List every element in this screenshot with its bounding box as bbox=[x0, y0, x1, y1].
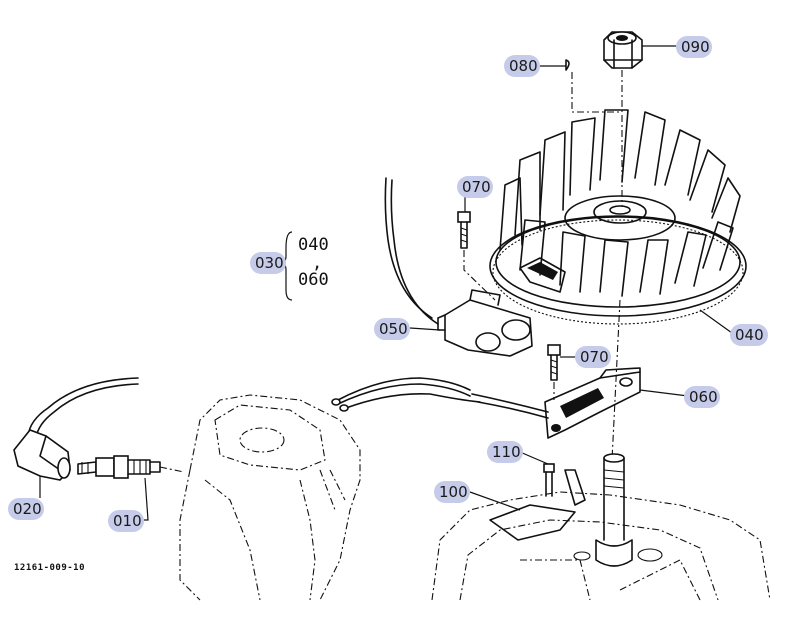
group-030-separator: , bbox=[312, 253, 323, 273]
callout-030[interactable]: 030 bbox=[250, 252, 286, 274]
group-030-item-040: 040 bbox=[298, 235, 329, 255]
bolt-110 bbox=[543, 463, 555, 497]
callout-040[interactable]: 040 bbox=[730, 324, 768, 346]
group-030-item-060: 060 bbox=[298, 270, 329, 290]
bolt-lower bbox=[547, 344, 561, 381]
spark-plug-cap bbox=[13, 377, 139, 481]
callout-070-lower[interactable]: 070 bbox=[575, 346, 611, 368]
engine-housing bbox=[179, 394, 361, 601]
callout-100[interactable]: 100 bbox=[434, 481, 470, 503]
woodruff-key bbox=[565, 59, 570, 71]
flywheel bbox=[489, 109, 747, 325]
bolt-upper bbox=[457, 211, 471, 249]
drawing-number: 12161-009-10 bbox=[14, 563, 86, 573]
callout-080[interactable]: 080 bbox=[504, 55, 540, 77]
callout-010[interactable]: 010 bbox=[108, 510, 144, 532]
callout-070-upper[interactable]: 070 bbox=[457, 176, 493, 198]
callout-050[interactable]: 050 bbox=[374, 318, 410, 340]
pickup-coil bbox=[544, 367, 641, 439]
crankcase-base bbox=[431, 469, 771, 601]
ignition-coil bbox=[384, 177, 533, 357]
callout-090[interactable]: 090 bbox=[676, 36, 712, 58]
callout-110[interactable]: 110 bbox=[487, 441, 523, 463]
callout-020[interactable]: 020 bbox=[8, 498, 44, 520]
callout-060[interactable]: 060 bbox=[684, 386, 720, 408]
crankshaft-end bbox=[595, 453, 633, 567]
spark-plug bbox=[77, 455, 161, 479]
flywheel-nut bbox=[603, 31, 643, 69]
ignition-wires bbox=[331, 377, 549, 419]
